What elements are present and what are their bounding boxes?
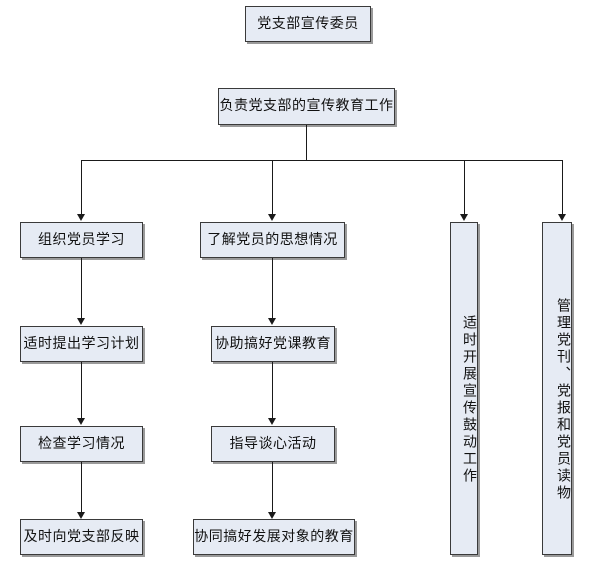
arrowhead-branch-2-step-3 [268, 418, 276, 425]
node-branch-2-step-2: 协助搞好党课教育 [211, 326, 335, 362]
node-branch-1-step-2: 适时提出学习计划 [20, 326, 143, 362]
connector-drop-branch-3 [464, 160, 465, 216]
node-branch-1-step-4: 及时向党支部反映 [20, 519, 143, 555]
node-title: 党支部宣传委员 [245, 6, 371, 42]
connector-branch-1-1-to-2 [81, 258, 82, 320]
node-branch-2-step-4: 协同搞好发展对象的教育 [193, 519, 355, 555]
node-branch-2-step-1-label: 了解党员的思想情况 [207, 231, 338, 248]
node-branch-2-step-2-label: 协助搞好党课教育 [215, 335, 331, 352]
node-duty-label: 负责党支部的宣传教育工作 [219, 98, 394, 115]
arrowhead-branch-1-step-3 [77, 418, 85, 425]
connector-branch-1-2-to-3 [81, 362, 82, 420]
connector-trunk-vertical [306, 125, 307, 161]
node-branch-4-step-1: 管理党刊、党报和党员读物 [542, 222, 572, 555]
node-branch-2-step-3-label: 指导谈心活动 [229, 435, 317, 452]
node-branch-1-step-3-label: 检查学习情况 [38, 435, 125, 452]
connector-branch-1-3-to-4 [81, 462, 82, 514]
node-title-label: 党支部宣传委员 [257, 15, 359, 32]
connector-distribution-bus [81, 160, 562, 161]
arrowhead-branch-1 [77, 214, 85, 221]
connector-branch-2-3-to-4 [272, 462, 273, 514]
arrowhead-branch-1-step-4 [77, 512, 85, 519]
arrowhead-branch-2-step-2 [268, 318, 276, 325]
arrowhead-branch-2 [268, 214, 276, 221]
arrowhead-branch-4 [558, 214, 566, 221]
node-branch-4-step-1-label: 管理党刊、党报和党员读物 [555, 297, 571, 502]
node-branch-1-step-1-label: 组织党员学习 [38, 231, 125, 248]
arrowhead-branch-3 [460, 214, 468, 221]
node-branch-2-step-3: 指导谈心活动 [211, 426, 335, 462]
connector-branch-2-1-to-2 [272, 258, 273, 320]
node-branch-2-step-4-label: 协同搞好发展对象的教育 [194, 528, 354, 545]
node-branch-1-step-2-label: 适时提出学习计划 [23, 335, 140, 352]
arrowhead-branch-1-step-2 [77, 318, 85, 325]
arrowhead-branch-2-step-4 [268, 512, 276, 519]
node-branch-1-step-3: 检查学习情况 [20, 426, 143, 462]
node-branch-3-step-1-label: 适时开展宣传鼓动工作 [461, 314, 477, 485]
connector-drop-branch-1 [81, 160, 82, 216]
connector-branch-2-2-to-3 [272, 362, 273, 420]
node-branch-3-step-1: 适时开展宣传鼓动工作 [450, 222, 478, 555]
connector-drop-branch-4 [562, 160, 563, 216]
connector-drop-branch-2 [272, 160, 273, 216]
node-branch-2-step-1: 了解党员的思想情况 [200, 222, 345, 258]
node-duty: 负责党支部的宣传教育工作 [218, 88, 395, 125]
node-branch-1-step-1: 组织党员学习 [20, 222, 143, 258]
node-branch-1-step-4-label: 及时向党支部反映 [23, 528, 140, 545]
